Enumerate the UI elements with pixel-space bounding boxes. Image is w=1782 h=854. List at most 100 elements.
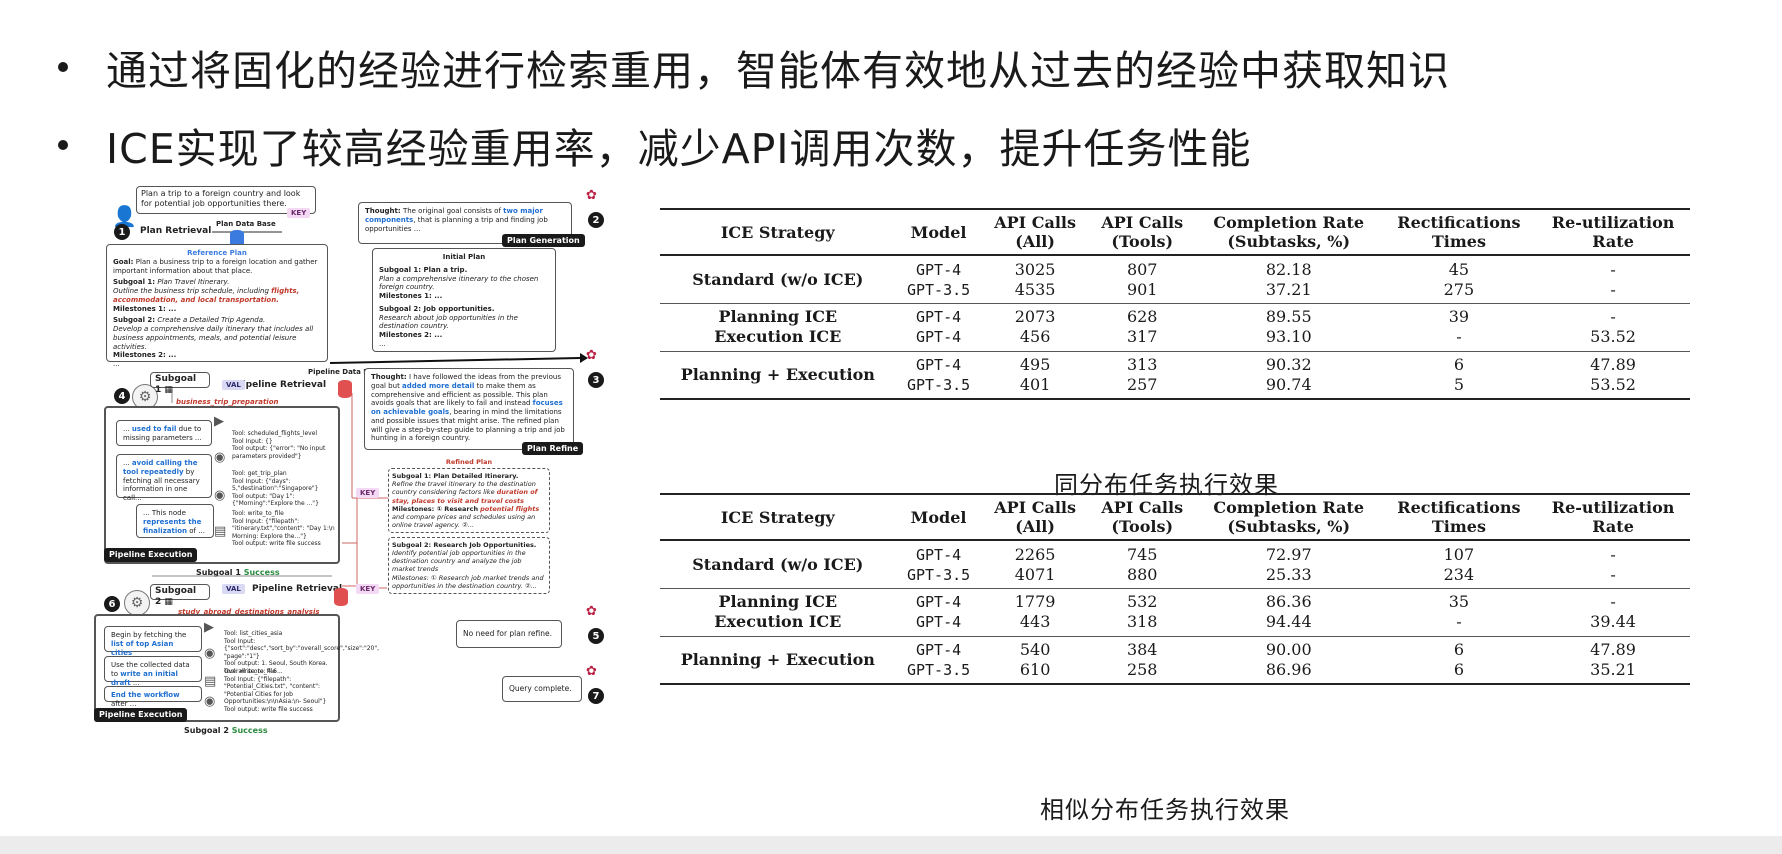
- thought-bubble: Begin by fetching the list of top Asian …: [104, 626, 202, 657]
- user-query-box: Plan a trip to a foreign country and loo…: [136, 186, 316, 214]
- step-4-badge: 4: [114, 388, 130, 404]
- ref-milestones-2: Milestones 2: ...: [113, 351, 177, 360]
- pipeline-retrieval-label: Pipeline Retrieval: [236, 380, 327, 390]
- col-api-tools: API Calls(Tools): [1088, 207, 1196, 257]
- bullet-text: 通过将固化的经验进行检索重用，智能体有效地从过去的经验中获取知识: [106, 47, 1450, 95]
- llm-brain-icon: ✿: [586, 664, 597, 679]
- subgoal-1-chip: Subgoal 1 ▦: [150, 372, 210, 395]
- query-complete-box: Query complete.: [502, 676, 582, 702]
- init-milestones-1: Milestones 1: ...: [379, 292, 443, 300]
- file-icon: ▤: [214, 524, 227, 539]
- tool-call-4: Tool: list_cities_asia Tool Input: {"sor…: [224, 630, 380, 675]
- play-icon: ▶: [204, 620, 214, 635]
- val-tag: VAL: [222, 380, 245, 390]
- pipeline-execution-tag: Pipeline Execution: [94, 708, 188, 722]
- table-header-row: ICE Strategy Model API Calls(All) API Ca…: [660, 492, 1690, 542]
- step-1-badge: 1: [114, 224, 130, 240]
- col-completion: Completion Rate(Subtasks, %): [1195, 207, 1382, 257]
- llm-brain-icon: ✿: [586, 604, 597, 619]
- table-header-row: ICE Strategy Model API Calls(All) API Ca…: [660, 207, 1690, 257]
- init-subgoal-2-text: Research about job opportunities in the …: [379, 313, 518, 331]
- tool-call-2: Tool: get_trip_plan Tool Input: {"days":…: [232, 470, 319, 507]
- bullet-item: ICE实现了较高经验重用率，减少API调用次数，提升任务性能: [58, 106, 1738, 184]
- reference-plan-box: Reference Plan Goal: Plan a business tri…: [106, 244, 328, 368]
- tool-call-5: Tool: write_to_file Tool Input: {"filepa…: [224, 668, 327, 713]
- ref-subgoal-1: Subgoal 1: Plan Travel Itinerary.Outline…: [113, 278, 300, 304]
- bullet-item: 通过将固化的经验进行检索重用，智能体有效地从过去的经验中获取知识: [58, 28, 1738, 106]
- results-table-same-distribution: ICE Strategy Model API Calls(All) API Ca…: [660, 207, 1690, 401]
- ice-workflow-figure: 👤 1 Plan a trip to a foreign country and…: [94, 186, 678, 832]
- col-api-tools: API Calls(Tools): [1088, 492, 1196, 542]
- plan-data-base-label: Plan Data Base: [216, 220, 276, 228]
- ref-goal: Goal: Plan a business trip to a foreign …: [113, 257, 318, 275]
- refined-plan-title: Refined Plan: [445, 458, 493, 466]
- col-strategy: ICE Strategy: [660, 492, 896, 542]
- col-model: Model: [895, 492, 982, 542]
- init-ellipsis: ...: [379, 339, 386, 348]
- node-icon: ◉: [214, 450, 226, 465]
- initial-plan-title: Initial Plan: [442, 253, 486, 261]
- step-3-badge: 3: [588, 372, 604, 388]
- subgoal-2-name: study_abroad_destinations_analysis: [178, 608, 320, 616]
- file-icon: ▤: [204, 674, 217, 689]
- refined-subgoal-1-box: Subgoal 1: Plan Detailed Itinerary. Refi…: [388, 468, 550, 533]
- plan-retrieval-label: Plan Retrieval: [140, 226, 212, 236]
- pipeline-execution-1: ... used to fail due to missing paramete…: [104, 406, 340, 564]
- init-milestones-2: Milestones 2: ...: [379, 331, 443, 339]
- col-completion: Completion Rate(Subtasks, %): [1195, 492, 1382, 542]
- thought-2-box: Thought: I have followed the ideas from …: [364, 368, 574, 450]
- pipeline-data-base-label: Pipeline Data Base: [308, 368, 383, 376]
- ref-ellipsis: ...: [113, 360, 120, 368]
- no-refine-box: No need for plan refine.: [456, 620, 562, 648]
- pipeline-database-icon: [338, 380, 352, 398]
- node-icon: ◉: [214, 488, 226, 503]
- step-6-badge: 6: [104, 596, 120, 612]
- node-icon: ◉: [204, 646, 216, 661]
- pipeline-database-icon: [334, 588, 348, 606]
- thought-bubble: End the workflow after ...: [104, 686, 202, 708]
- results-table-similar-distribution: ICE Strategy Model API Calls(All) API Ca…: [660, 492, 1690, 686]
- subgoal-2-chip: Subgoal 2 ▦: [150, 584, 210, 607]
- init-subgoal-1-text: Plan a comprehensive itinerary to the ch…: [379, 274, 539, 292]
- col-strategy: ICE Strategy: [660, 207, 896, 257]
- col-api-all: API Calls(All): [981, 492, 1089, 542]
- llm-brain-icon: ✿: [586, 188, 597, 203]
- subgoal-2-success: Subgoal 2 Success: [184, 726, 268, 735]
- ref-subgoal-2: Subgoal 2: Create a Detailed Trip Agenda…: [113, 316, 314, 351]
- robot-agent-icon: ⚙: [124, 590, 150, 616]
- thought-bubble: ... This node represents the finalizatio…: [136, 504, 214, 538]
- ref-milestones-1: Milestones 1: ...: [113, 304, 177, 313]
- step-5-badge: 5: [588, 628, 604, 644]
- table-2-caption: 相似分布任务执行效果: [1040, 796, 1290, 824]
- subgoal-1-name: business_trip_preparation: [176, 398, 279, 406]
- reference-plan-title: Reference Plan: [187, 249, 247, 257]
- col-model: Model: [895, 207, 982, 257]
- step-2-badge: 2: [588, 212, 604, 228]
- bullet-text: ICE实现了较高经验重用率，减少API调用次数，提升任务性能: [106, 125, 1252, 173]
- thought-bubble: ... used to fail due to missing paramete…: [116, 420, 212, 446]
- bullet-dot: [58, 62, 68, 72]
- initial-plan-box: Initial Plan Subgoal 1: Plan a trip. Pla…: [372, 248, 556, 352]
- init-subgoal-1: Subgoal 1: Plan a trip.: [379, 265, 468, 274]
- init-subgoal-2: Subgoal 2: Job opportunities.: [379, 304, 495, 313]
- step-7-badge: 7: [588, 688, 604, 704]
- tool-call-1: Tool: scheduled_flights_level Tool Input…: [232, 430, 326, 460]
- bullet-list: 通过将固化的经验进行检索重用，智能体有效地从过去的经验中获取知识 ICE实现了较…: [58, 28, 1738, 184]
- val-tag: VAL: [222, 584, 245, 594]
- bullet-dot: [58, 140, 68, 150]
- refined-subgoal-2-box: Subgoal 2: Research Job Opportunities. I…: [388, 537, 550, 594]
- key-tag: KEY: [287, 208, 311, 218]
- refined-plan-box: Refined Plan Subgoal 1: Plan Detailed It…: [382, 454, 556, 602]
- plan-refine-tag: Plan Refine: [522, 442, 584, 455]
- key-tag: KEY: [356, 488, 380, 498]
- thought-bubble: ... avoid calling the tool repeatedly by…: [116, 454, 212, 502]
